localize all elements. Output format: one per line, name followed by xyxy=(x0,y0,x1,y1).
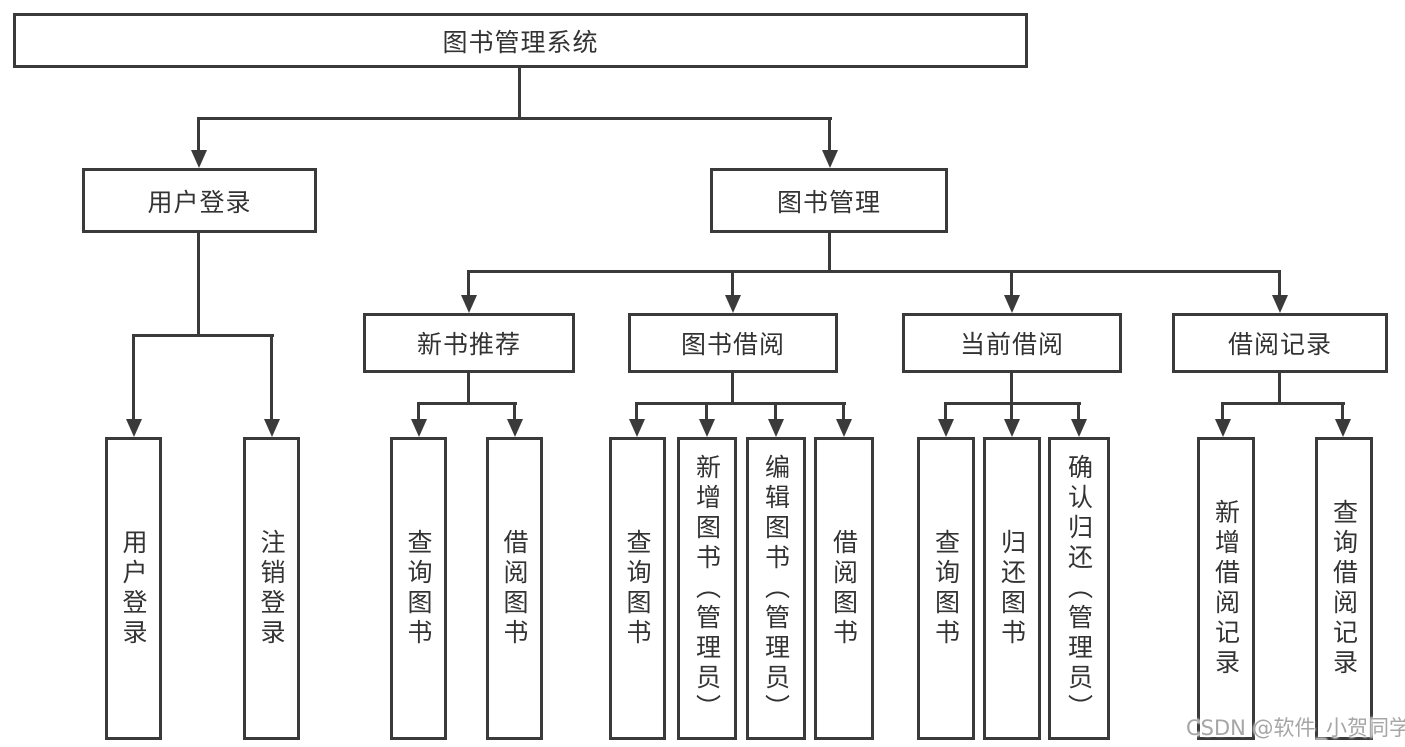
arrowhead-icon xyxy=(1004,295,1020,313)
leaf-newrec-query-books: 查询图书 xyxy=(390,437,447,740)
node-book-management-label: 图书管理 xyxy=(776,187,881,217)
connector-line xyxy=(705,402,708,422)
connector-line xyxy=(417,402,420,422)
arrowhead-icon xyxy=(507,419,523,437)
connector-line xyxy=(1077,402,1080,422)
connector-line xyxy=(842,402,845,422)
arrowhead-icon xyxy=(1071,419,1087,437)
connector-line xyxy=(513,402,516,422)
leaf-borrow-edit-books-admin-label: 编辑图书（管理员） xyxy=(761,453,791,724)
node-current-borrow-label: 当前借阅 xyxy=(959,330,1064,359)
leaf-user-login-label: 用户登录 xyxy=(119,528,148,649)
connector-line xyxy=(828,233,831,272)
arrowhead-icon xyxy=(1215,419,1231,437)
connector-line xyxy=(1278,270,1281,297)
leaf-records-query-record-label: 查询借阅记录 xyxy=(1329,498,1359,679)
connector-line xyxy=(132,334,274,337)
connector-line xyxy=(944,402,947,422)
leaf-newrec-query-books-label: 查询图书 xyxy=(404,528,433,649)
connector-line xyxy=(1010,402,1013,422)
connector-line xyxy=(1221,402,1345,405)
connector-line xyxy=(1010,270,1013,297)
connector-line xyxy=(1278,373,1281,404)
leaf-records-query-record: 查询借阅记录 xyxy=(1315,437,1373,740)
leaf-borrow-borrow-books-label: 借阅图书 xyxy=(829,528,859,649)
connector-line xyxy=(467,270,470,297)
watermark: CSDN @软件_小贺同学 xyxy=(1186,716,1405,740)
leaf-user-login: 用户登录 xyxy=(105,437,162,740)
leaf-current-query-books: 查询图书 xyxy=(917,437,975,740)
node-book-management: 图书管理 xyxy=(710,168,948,233)
connector-line xyxy=(731,373,734,404)
leaf-current-confirm-return-admin-label: 确认归还（管理员） xyxy=(1064,453,1094,724)
arrowhead-icon xyxy=(1272,295,1288,313)
connector-line xyxy=(828,117,831,154)
arrowhead-icon xyxy=(411,419,427,437)
node-root-label: 图书管理系统 xyxy=(442,27,599,57)
connector-line xyxy=(1010,373,1013,404)
leaf-borrow-add-books-admin-label: 新增图书（管理员） xyxy=(692,453,722,724)
arrowhead-icon xyxy=(629,419,645,437)
connector-line xyxy=(197,233,200,336)
connector-line xyxy=(635,402,638,422)
connector-line xyxy=(467,373,470,404)
arrowhead-icon xyxy=(1004,419,1020,437)
connector-line xyxy=(774,402,777,422)
connector-line xyxy=(270,334,273,420)
node-new-book-recommend-label: 新书推荐 xyxy=(416,330,521,359)
connector-line xyxy=(197,117,200,154)
node-current-borrow: 当前借阅 xyxy=(902,313,1122,373)
arrowhead-icon xyxy=(1335,419,1351,437)
node-book-borrow: 图书借阅 xyxy=(628,313,838,373)
node-root: 图书管理系统 xyxy=(13,13,1028,68)
connector-line xyxy=(132,334,135,420)
arrowhead-icon xyxy=(461,295,477,313)
leaf-newrec-borrow-books: 借阅图书 xyxy=(486,437,543,740)
leaf-borrow-add-books-admin: 新增图书（管理员） xyxy=(677,437,737,740)
node-user-login-label: 用户登录 xyxy=(147,187,252,217)
arrowhead-icon xyxy=(191,150,207,168)
connector-line xyxy=(518,68,521,119)
node-book-borrow-label: 图书借阅 xyxy=(680,330,785,359)
leaf-current-confirm-return-admin: 确认归还（管理员） xyxy=(1048,437,1110,740)
arrowhead-icon xyxy=(725,295,741,313)
leaf-current-return-books-label: 归还图书 xyxy=(997,528,1027,649)
arrowhead-icon xyxy=(699,419,715,437)
connector-line xyxy=(417,402,517,405)
connector-line xyxy=(1341,402,1344,422)
arrowhead-icon xyxy=(768,419,784,437)
leaf-borrow-borrow-books: 借阅图书 xyxy=(814,437,874,740)
leaf-current-return-books: 归还图书 xyxy=(983,437,1041,740)
arrowhead-icon xyxy=(264,419,280,437)
connector-line xyxy=(635,402,846,405)
arrowhead-icon xyxy=(836,419,852,437)
arrowhead-icon xyxy=(126,419,142,437)
leaf-current-query-books-label: 查询图书 xyxy=(931,528,961,649)
leaf-borrow-query-books-label: 查询图书 xyxy=(623,528,652,649)
leaf-newrec-borrow-books-label: 借阅图书 xyxy=(500,528,529,649)
connector-line xyxy=(731,270,734,297)
leaf-records-add-record: 新增借阅记录 xyxy=(1197,437,1255,740)
node-user-login: 用户登录 xyxy=(82,168,317,233)
node-borrow-records-label: 借阅记录 xyxy=(1227,330,1332,359)
node-new-book-recommend: 新书推荐 xyxy=(363,313,575,373)
leaf-borrow-query-books: 查询图书 xyxy=(609,437,666,740)
arrowhead-icon xyxy=(938,419,954,437)
connector-line xyxy=(467,270,1281,273)
node-borrow-records: 借阅记录 xyxy=(1172,313,1388,373)
connector-line xyxy=(197,117,832,120)
connector-line xyxy=(1221,402,1224,422)
leaf-logout: 注销登录 xyxy=(243,437,300,740)
leaf-records-add-record-label: 新增借阅记录 xyxy=(1211,498,1241,679)
arrowhead-icon xyxy=(822,150,838,168)
leaf-logout-label: 注销登录 xyxy=(257,528,286,649)
leaf-borrow-edit-books-admin: 编辑图书（管理员） xyxy=(746,437,806,740)
